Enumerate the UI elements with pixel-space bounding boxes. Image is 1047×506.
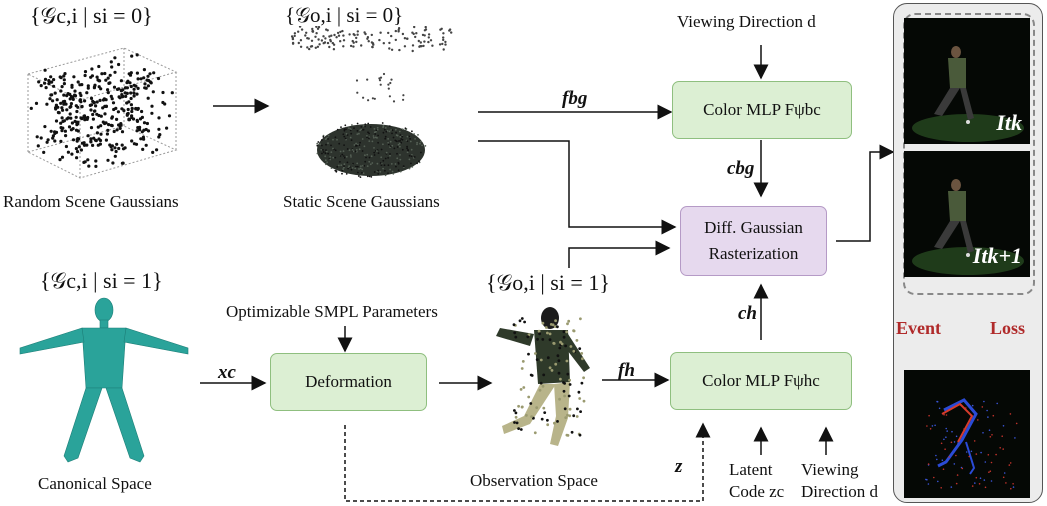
rasterization-line1: Diff. Gaussian: [704, 218, 803, 237]
smpl-params-label: Optimizable SMPL Parameters: [226, 302, 438, 321]
rendered-frame-tk: Itk: [904, 18, 1030, 144]
rendered-frame-tk1: Itk+1: [904, 151, 1030, 277]
event-label: Event: [896, 318, 941, 338]
viewing-direction-top-label: Viewing Direction d: [677, 12, 816, 31]
random-scene-caption: Random Scene Gaussians: [3, 192, 179, 211]
canonical-space-caption: Canonical Space: [38, 474, 152, 493]
canonical-set-label: {𝒢c,i | si = 1}: [40, 268, 163, 293]
static-scene-caption: Static Scene Gaussians: [283, 192, 440, 211]
rasterization-box: Diff. Gaussian Rasterization: [680, 206, 827, 276]
observed-set-label: {𝒢o,i | si = 1}: [486, 270, 610, 295]
x-c-symbol: xc: [218, 362, 236, 383]
static-scene-gaussians: [290, 26, 453, 179]
random-scene-gaussians-cube: [26, 47, 178, 179]
color-mlp-h-box: Color MLP Fψhc: [670, 352, 852, 410]
frame-tk-label: Itk: [996, 110, 1022, 135]
color-mlp-bg-box: Color MLP Fψbc: [672, 81, 852, 139]
loss-label: Loss: [990, 318, 1026, 338]
latent-code-label-line1: Latent: [729, 460, 773, 479]
canonical-human-gaussians: [19, 297, 189, 463]
frame-tk1-label: Itk+1: [972, 243, 1022, 268]
rendered-person-image: [912, 46, 1024, 142]
rasterization-line2: Rasterization: [708, 244, 799, 263]
event-map-image: [925, 398, 1018, 490]
random-scene-set-label: {𝒢c,i | si = 0}: [30, 3, 153, 28]
observation-space-caption: Observation Space: [470, 471, 598, 490]
deformation-box: Deformation: [270, 353, 427, 411]
latent-code-label-line2: Code zc: [729, 482, 785, 501]
viewing-direction-bottom-line1: Viewing: [801, 460, 859, 479]
f-bg-symbol: fbg: [562, 88, 588, 109]
event-frame: [904, 370, 1030, 498]
rendered-person-image: [912, 179, 1024, 275]
observed-human-gaussians: [496, 307, 590, 446]
c-bg-symbol: cbg: [727, 158, 755, 179]
f-h-symbol: fh: [618, 360, 635, 381]
c-h-symbol: ch: [738, 303, 757, 324]
static-scene-set-label: {𝒢o,i | si = 0}: [285, 3, 404, 27]
viewing-direction-bottom-line2: Direction d: [801, 482, 878, 501]
z-symbol: z: [675, 456, 683, 477]
